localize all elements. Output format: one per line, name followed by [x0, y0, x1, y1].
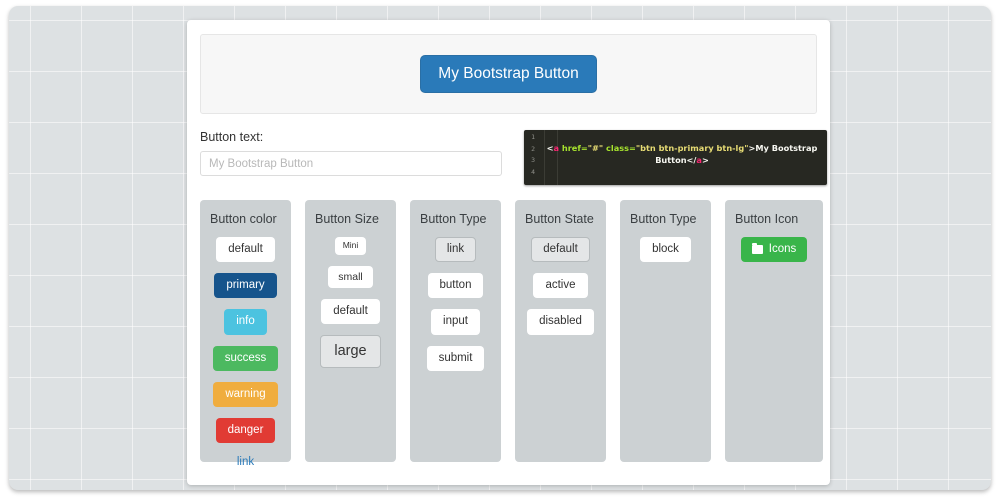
indent-guide [557, 130, 558, 185]
code-token-tag-open: a [553, 143, 560, 153]
desktop-backdrop: My Bootstrap Button Button text: 1 2 3 4 [9, 6, 991, 490]
option-block[interactable]: block [640, 237, 691, 263]
code-token-class-value: "btn btn-primary btn-lg" [635, 143, 749, 153]
code-token-close-open: </ [686, 154, 697, 165]
option-link[interactable]: link [226, 454, 265, 471]
panel-title: Button Type [630, 212, 697, 226]
option-submit[interactable]: submit [426, 345, 485, 371]
editor-row: Button text: 1 2 3 4 <a href="#" class="… [200, 130, 827, 185]
folder-icon [751, 242, 763, 255]
code-token-tag-close: a [696, 154, 702, 165]
line-number: 2 [531, 144, 535, 153]
preview-button[interactable]: My Bootstrap Button [420, 55, 597, 93]
option-link[interactable]: link [434, 237, 477, 263]
app-card: My Bootstrap Button Button text: 1 2 3 4 [187, 20, 830, 485]
line-number: 3 [531, 156, 535, 164]
option-input[interactable]: input [431, 309, 480, 335]
option-mini[interactable]: Mini [334, 237, 367, 255]
option-active[interactable]: active [533, 273, 588, 299]
code-token-attr-href: href= [559, 143, 588, 153]
line-number: 1 [531, 133, 535, 141]
button-text-input[interactable] [200, 151, 502, 176]
code-token-bracket-close: > [748, 143, 756, 153]
option-default[interactable]: default [321, 298, 380, 325]
option-info[interactable]: info [224, 309, 267, 335]
gutter-divider [544, 130, 545, 185]
option-panel: Button Type link button input submit [410, 200, 501, 462]
panel-title: Button Icon [735, 212, 799, 226]
option-primary[interactable]: primary [214, 273, 277, 299]
button-preview-area: My Bootstrap Button [200, 34, 817, 114]
code-token-bracket: < [546, 143, 554, 153]
option-panel: Button Type block [620, 200, 711, 462]
line-number: 4 [531, 167, 535, 176]
option-danger[interactable]: danger [215, 418, 276, 444]
option-panel: Button color default primary info success war… [200, 200, 291, 468]
option-small[interactable]: small [328, 265, 373, 288]
option-default[interactable]: default [531, 237, 590, 263]
code-token-close-end: > [701, 154, 709, 165]
option-button[interactable]: button [427, 273, 484, 299]
button-text-field-group: Button text: [200, 130, 502, 185]
option-success[interactable]: success [212, 345, 279, 371]
option-label: Icons [768, 243, 797, 255]
panel-title: Button State [525, 212, 594, 226]
code-snippet: <a href="#" class="btn btn-primary btn-l… [544, 143, 820, 166]
code-output-editor[interactable]: 1 2 3 4 <a href="#" class="btn btn-prima… [524, 130, 827, 185]
panel-title: Button color [210, 212, 277, 226]
code-token-inner-text: My Bootstrap Button [655, 143, 818, 165]
option-large[interactable]: large [320, 335, 381, 368]
button-text-label: Button text: [200, 130, 264, 144]
option-panel: Button State default active disabled [515, 200, 606, 462]
code-token-attr-class: class= [603, 143, 636, 153]
option-columns: Button color default primary info success war… [200, 200, 823, 468]
option-default[interactable]: default [216, 237, 275, 263]
code-token-href-value: "#" [587, 143, 604, 153]
panel-title: Button Size [315, 212, 379, 226]
option-icons[interactable]: Icons [740, 237, 808, 263]
option-disabled[interactable]: disabled [527, 309, 594, 335]
option-warning[interactable]: warning [213, 381, 278, 408]
panel-title: Button Type [420, 212, 487, 226]
code-line-numbers: 1 2 3 4 [524, 130, 538, 185]
